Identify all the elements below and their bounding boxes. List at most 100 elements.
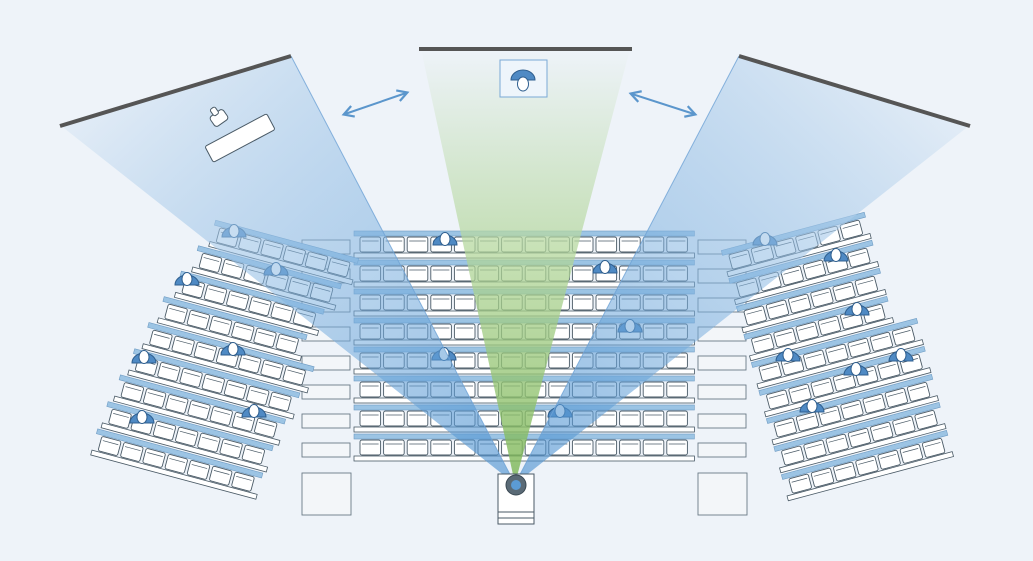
seat	[406, 265, 429, 282]
seat	[275, 333, 299, 354]
seat	[810, 467, 835, 488]
seat	[666, 381, 688, 398]
seat	[921, 438, 946, 458]
seat	[406, 236, 429, 253]
seat	[795, 411, 820, 432]
seat	[847, 427, 872, 448]
seat	[869, 331, 893, 352]
seat	[870, 421, 894, 442]
seat	[359, 439, 382, 456]
seat	[548, 352, 570, 369]
seated-person-icon	[823, 248, 849, 262]
seat	[165, 394, 189, 414]
seated-person-icon	[888, 348, 914, 362]
presenter-icon	[499, 59, 548, 98]
seat	[892, 415, 916, 436]
seat	[201, 373, 225, 394]
seated-person-icon	[775, 348, 801, 362]
seat	[208, 315, 233, 336]
seat-row	[780, 430, 954, 502]
seat	[833, 461, 857, 482]
seat	[406, 439, 429, 456]
seat	[120, 442, 144, 462]
seat	[766, 389, 790, 410]
seated-person-icon	[241, 404, 267, 418]
aisle-step	[301, 384, 351, 400]
seat	[157, 362, 181, 382]
seat-row	[156, 296, 308, 362]
seat	[642, 439, 665, 456]
seat-row	[100, 401, 274, 473]
seat	[406, 410, 429, 427]
seat	[453, 294, 476, 311]
ptz-camera-icon	[497, 473, 535, 525]
seated-person-icon	[843, 362, 869, 376]
seat	[453, 323, 476, 340]
aisle-step	[697, 384, 747, 400]
seat	[186, 460, 211, 480]
seated-person-icon	[220, 342, 246, 356]
seat	[226, 290, 250, 311]
seat	[802, 259, 826, 280]
seat	[642, 410, 665, 427]
seat	[430, 294, 452, 311]
seat	[765, 299, 790, 320]
seat	[840, 399, 864, 420]
aisle-step	[697, 355, 747, 371]
seat	[383, 439, 405, 456]
seat	[810, 377, 834, 398]
seat	[175, 426, 199, 447]
seat	[430, 439, 452, 456]
camera-coverage	[60, 49, 970, 485]
seat	[149, 329, 173, 350]
seat	[209, 406, 233, 426]
seat	[862, 393, 886, 414]
seat	[795, 321, 819, 342]
seat	[282, 365, 306, 386]
seat	[619, 439, 641, 456]
seat	[253, 327, 277, 348]
seat	[453, 352, 476, 369]
seat	[248, 296, 272, 317]
seat	[758, 361, 782, 382]
seat	[780, 265, 804, 286]
seat	[241, 444, 265, 465]
seat-row	[773, 402, 947, 474]
seat	[164, 454, 188, 474]
seat	[839, 219, 863, 240]
seat	[268, 391, 292, 412]
seat-row	[90, 428, 264, 500]
seat	[571, 323, 594, 340]
seat	[246, 385, 270, 406]
seat	[743, 305, 767, 326]
seat	[899, 443, 923, 464]
seat	[788, 473, 812, 494]
seat	[198, 253, 223, 273]
seat	[854, 275, 878, 296]
seat	[219, 438, 243, 459]
aisle-step	[301, 413, 351, 429]
seat	[142, 448, 166, 468]
microphone-icon	[209, 106, 229, 127]
seat	[203, 284, 228, 305]
left-screen	[59, 54, 292, 128]
seat	[359, 381, 382, 398]
seat	[666, 439, 688, 456]
seat	[231, 471, 255, 492]
seat	[223, 379, 248, 400]
table-icon	[205, 113, 275, 163]
seat	[383, 410, 405, 427]
seated-person-icon	[592, 260, 618, 274]
center-coverage-beam	[421, 49, 630, 484]
left-coverage-beam	[60, 56, 515, 484]
seat	[877, 449, 901, 470]
seat	[571, 439, 594, 456]
seat	[803, 439, 827, 460]
seat	[781, 445, 805, 466]
seat	[847, 247, 871, 268]
pan-arrow-right	[628, 90, 698, 118]
seat	[120, 382, 144, 402]
seat	[595, 236, 618, 253]
seat	[98, 436, 122, 456]
